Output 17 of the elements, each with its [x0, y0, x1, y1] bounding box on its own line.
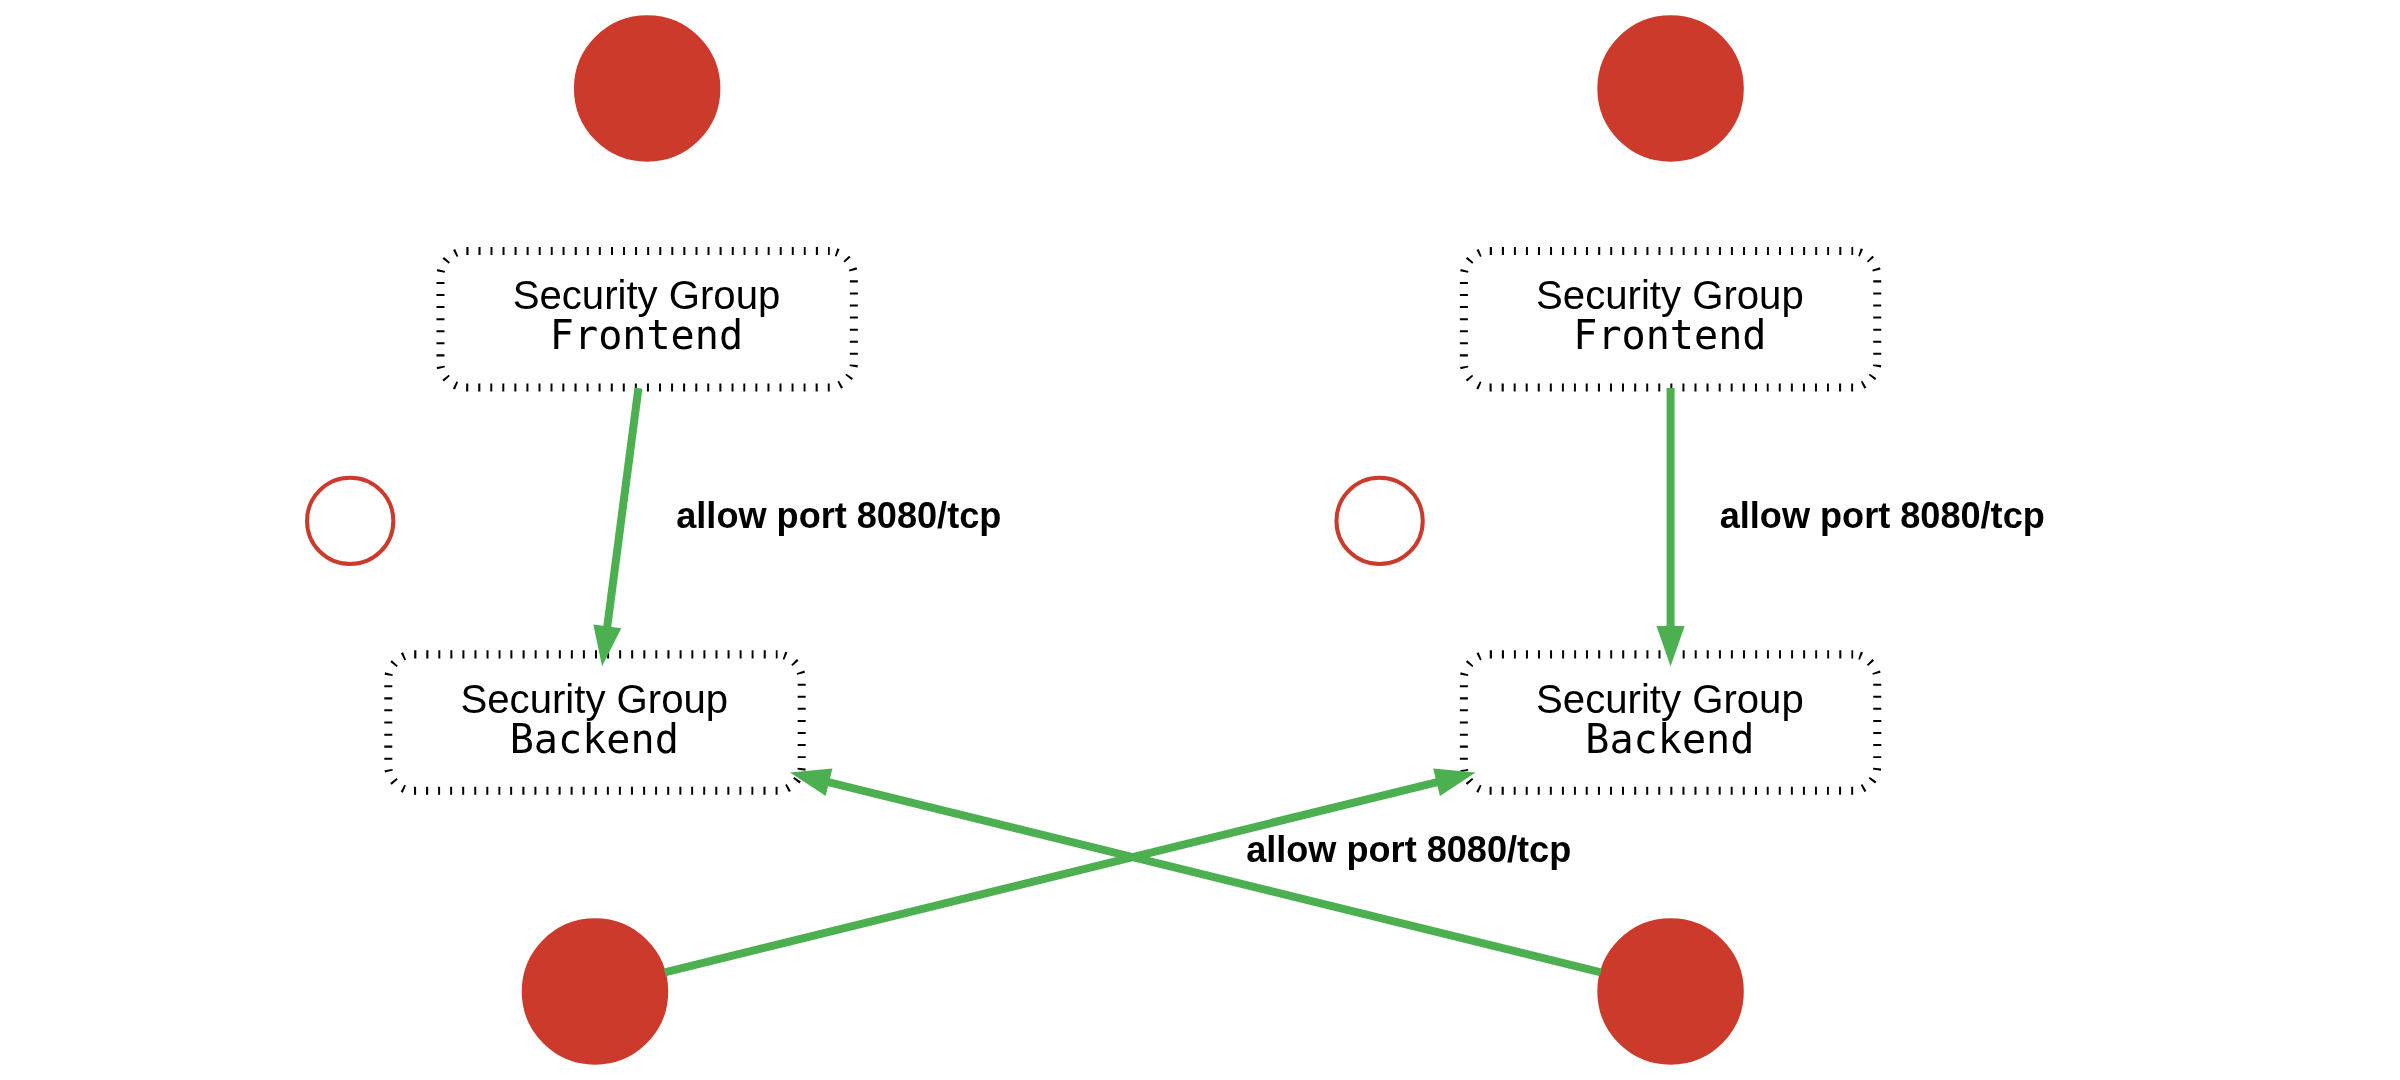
node-circle	[573, 15, 720, 162]
node-circle	[304, 475, 395, 567]
edge-label: allow port 8080/tcp	[675, 494, 1001, 536]
arrow	[1656, 388, 1685, 667]
node-box: Security Group Backend	[383, 650, 806, 795]
arrow	[789, 768, 1602, 977]
arrow	[592, 387, 642, 667]
node-circle	[1333, 475, 1425, 567]
arrow	[663, 768, 1476, 977]
node-circle	[1596, 15, 1744, 162]
node-box: Security Group Frontend	[1459, 247, 1881, 392]
edge-label: allow port 8080/tcp	[1245, 828, 1571, 870]
node-box: Security Group Backend	[1459, 650, 1881, 795]
node-box: Security Group Frontend	[435, 247, 858, 392]
node-circle	[521, 918, 668, 1065]
edge-label: allow port 8080/tcp	[1719, 494, 2045, 536]
node-circle	[1596, 918, 1744, 1065]
